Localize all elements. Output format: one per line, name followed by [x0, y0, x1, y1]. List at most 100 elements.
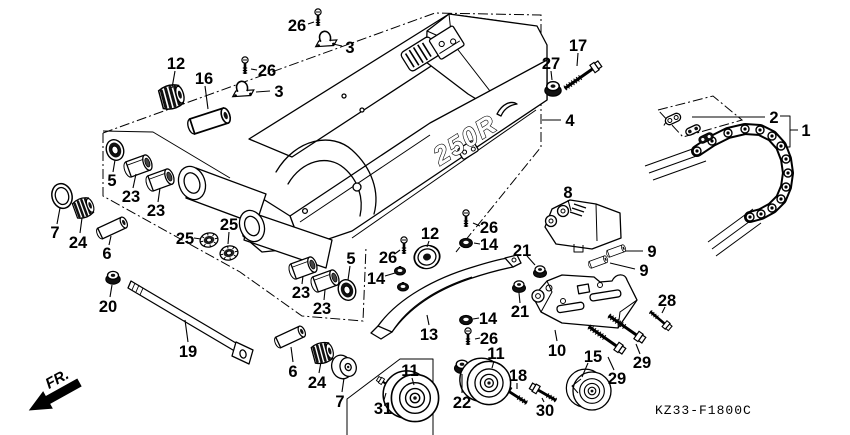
part-label-25: 25 [220, 216, 238, 234]
leader-line [79, 217, 83, 234]
leader-line [132, 173, 137, 189]
chain-link-pin [779, 144, 783, 148]
part-2-master-link-kit [663, 112, 714, 144]
leader-line [318, 361, 322, 374]
part-label-4: 4 [565, 112, 575, 130]
chain-link-pin [726, 131, 730, 135]
part-label-3: 3 [274, 83, 283, 101]
part-13-chain-slider [370, 254, 522, 340]
slider-hardware [399, 208, 473, 347]
part-label-21: 21 [511, 303, 529, 321]
part-26-screw [399, 235, 409, 256]
part-12-roller [413, 244, 441, 270]
part-7-ring [48, 180, 76, 212]
leader-line [609, 262, 636, 270]
leader-line [341, 377, 345, 393]
part-16-collar [185, 106, 233, 136]
part-14-grommet [459, 314, 473, 326]
leader-line [383, 392, 387, 401]
leader-line [541, 397, 545, 403]
part-9-collar [587, 254, 609, 270]
part-7-ring [330, 354, 357, 380]
part-label-23: 23 [147, 202, 165, 220]
part-label-12: 12 [167, 55, 185, 73]
part-26-screw [240, 55, 250, 76]
part-label-1: 1 [801, 122, 810, 140]
leader-line [607, 356, 615, 371]
part-label-26: 26 [258, 62, 276, 80]
chain-link-pin [784, 185, 788, 189]
chain-link-pin [759, 212, 763, 216]
leader-line [395, 249, 401, 254]
part-label-23: 23 [122, 188, 140, 206]
part-14-grommet [394, 266, 406, 276]
leader-line [554, 329, 558, 342]
leader-line [576, 52, 579, 67]
part-label-10: 10 [548, 342, 566, 360]
part-label-21: 21 [513, 242, 531, 260]
swingarm-rub-pad [400, 36, 440, 72]
part-label-13: 13 [420, 326, 438, 344]
part-label-14: 14 [367, 270, 386, 288]
part-6-collar [94, 215, 130, 241]
part-label-7: 7 [50, 224, 59, 242]
part-label-5: 5 [346, 250, 355, 268]
leader-line [474, 337, 481, 340]
leader-line [108, 235, 112, 246]
part-label-18: 18 [509, 367, 527, 385]
part-8-chain-slider-joint [544, 199, 622, 253]
pivot-parts-right [272, 255, 360, 380]
leader-line [411, 377, 415, 386]
leader-line [171, 70, 176, 89]
part-label-27: 27 [542, 55, 560, 73]
leader-line [426, 240, 430, 248]
leader-line [184, 319, 189, 343]
part-24-bush [71, 194, 97, 221]
leader-line [347, 265, 351, 281]
leader-line [250, 68, 258, 71]
part-9-collar [605, 243, 627, 259]
part-label-17: 17 [569, 37, 587, 55]
part-label-9: 9 [639, 262, 648, 280]
leader-line [491, 360, 495, 369]
chain-link-pin [779, 197, 783, 201]
leader-line [567, 199, 572, 212]
leader-line [518, 292, 521, 304]
part-19-pivot-shaft [127, 280, 254, 365]
part-26-screw [463, 326, 473, 347]
part-4-swingarm: 250R [177, 13, 548, 269]
part-28-bolt [646, 307, 674, 333]
part-3-clamp [312, 28, 339, 50]
part-label-6: 6 [288, 363, 297, 381]
part-label-7: 7 [335, 393, 344, 411]
part-label-12: 12 [421, 225, 439, 243]
leader-line [323, 289, 326, 301]
chain-link-pin [758, 128, 762, 132]
leader-line [526, 255, 536, 266]
diagram-part-code: KZ33-F1800C [655, 403, 752, 418]
part-label-26: 26 [288, 17, 306, 35]
leader-line [661, 306, 666, 314]
part-label-2: 2 [769, 109, 778, 127]
part-label-16: 16 [195, 70, 213, 88]
leader-line [550, 70, 553, 81]
leader-line [109, 284, 113, 298]
part-25-locknut [218, 243, 240, 263]
leader-line [635, 343, 641, 355]
leader-line [472, 222, 481, 227]
part-label-9: 9 [647, 243, 656, 261]
part-15-roller [565, 368, 612, 411]
leader-lines-layer [56, 21, 765, 403]
part-27-nut [544, 80, 562, 97]
part-label-3: 3 [345, 39, 354, 57]
chain-link-pin [710, 139, 714, 143]
part-label-5: 5 [107, 172, 116, 190]
part-25-locknut [198, 230, 220, 250]
leader-line [227, 231, 230, 245]
chain-link-pin [695, 149, 699, 153]
part-label-31: 31 [374, 400, 392, 418]
leader-line [426, 314, 430, 326]
part-5-seal [102, 136, 128, 164]
part-label-19: 19 [179, 343, 197, 361]
